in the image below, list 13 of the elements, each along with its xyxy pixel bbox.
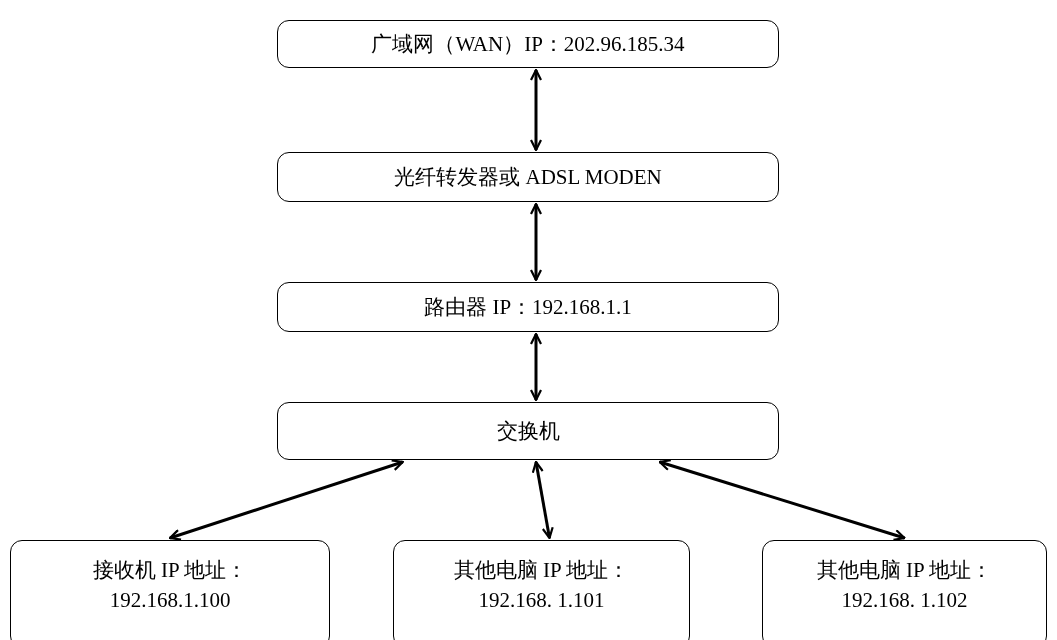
double-arrow xyxy=(529,202,543,282)
double-arrow xyxy=(658,459,906,541)
device-box: 光纤转发器或 ADSL MODEN xyxy=(277,152,779,202)
device-box: 其他电脑 IP 地址：192.168. 1.102 xyxy=(762,540,1047,640)
double-arrow xyxy=(168,459,404,541)
device-box: 接收机 IP 地址：192.168.1.100 xyxy=(10,540,330,640)
double-arrow xyxy=(529,332,543,402)
device-box: 其他电脑 IP 地址：192.168. 1.101 xyxy=(393,540,690,640)
double-arrow xyxy=(529,68,543,152)
double-arrow xyxy=(531,460,554,540)
device-box: 广域网（WAN）IP：202.96.185.34 xyxy=(277,20,779,68)
device-box: 交换机 xyxy=(277,402,779,460)
device-box: 路由器 IP：192.168.1.1 xyxy=(277,282,779,332)
